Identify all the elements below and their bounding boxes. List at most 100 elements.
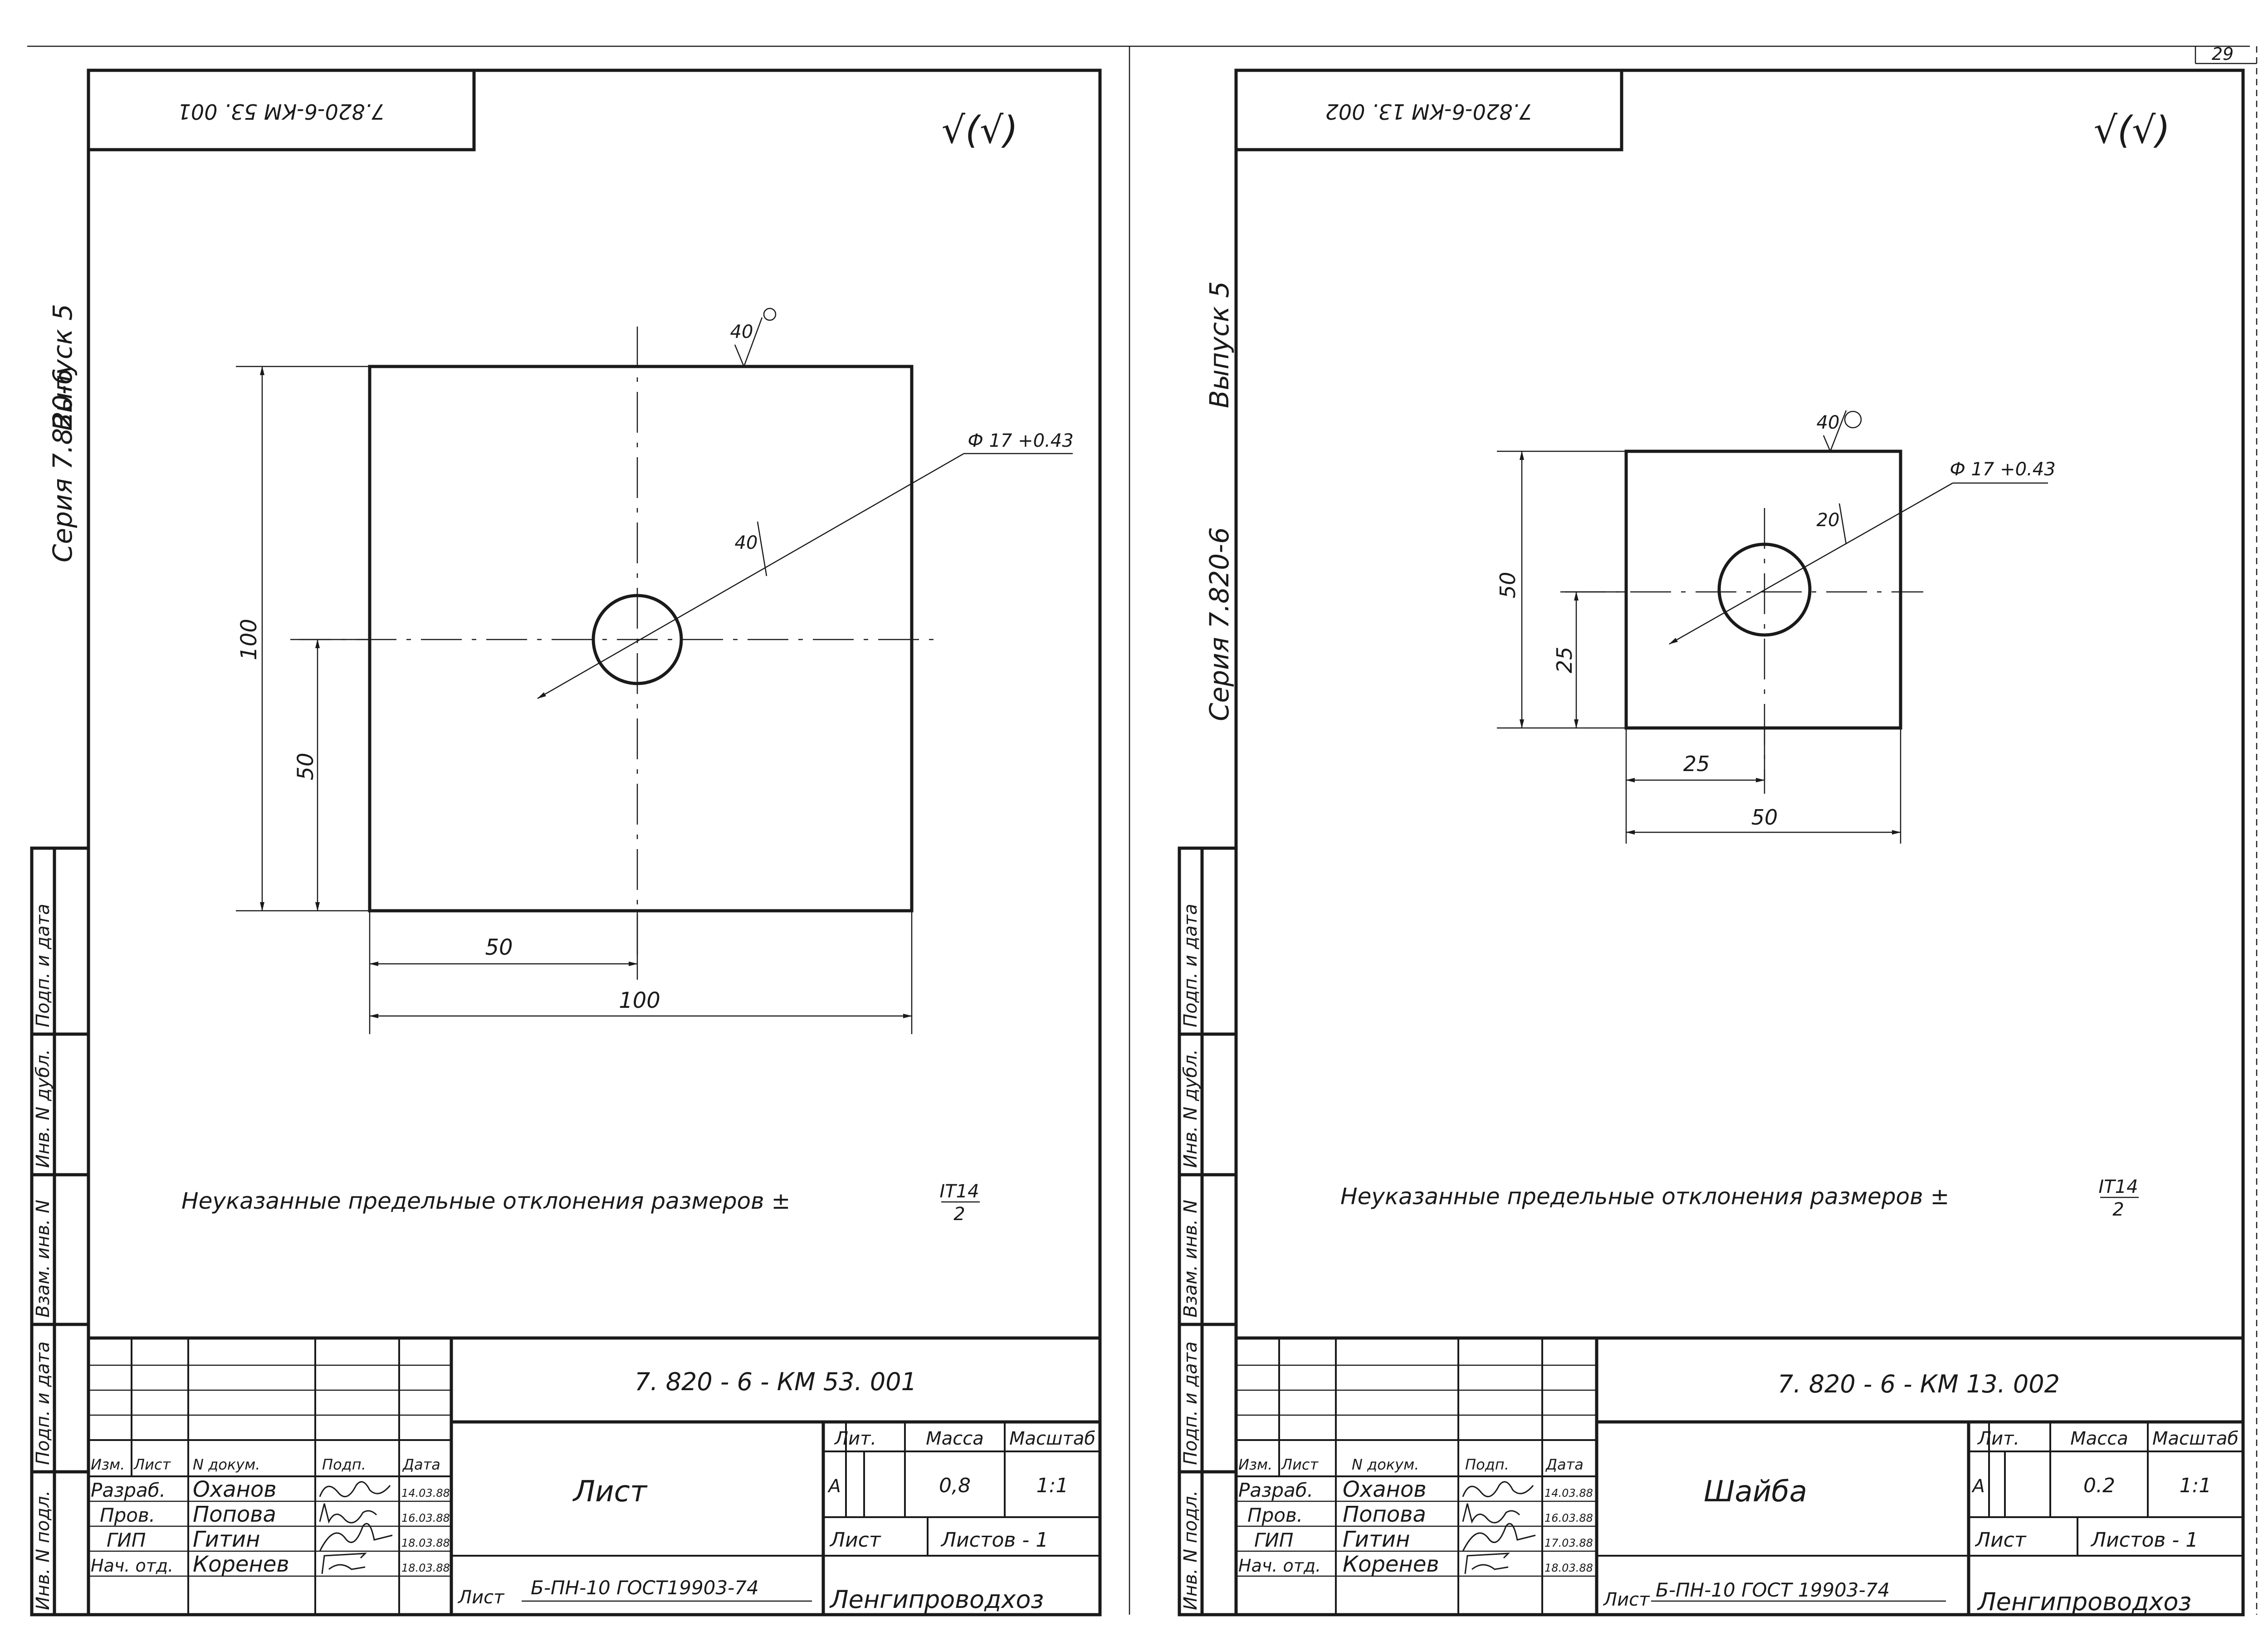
scale-value-right: 1:1 bbox=[2180, 1474, 2212, 1497]
hole-leader-line-left bbox=[537, 453, 964, 699]
title-block-left: 7. 820 - 6 - КМ 53. 001 Лист Изм. Лист N… bbox=[88, 1336, 1100, 1615]
name-nach-otd-right: Коренев bbox=[1343, 1552, 1439, 1577]
side-box-podp-data-2-left: Подп. и дата bbox=[33, 904, 54, 1027]
frame-border-left bbox=[87, 68, 1102, 1616]
lit-value-left: А bbox=[827, 1476, 841, 1497]
roughness-symbol-right: √(√) bbox=[2094, 109, 2170, 152]
side-box-inv-dubl-left: Инв. N дубл. bbox=[33, 1049, 54, 1168]
designation-right: 7. 820 - 6 - КМ 13. 002 bbox=[1778, 1370, 2060, 1398]
name-gip-left: Гитин bbox=[193, 1527, 260, 1552]
mass-value-left: 0,8 bbox=[939, 1474, 971, 1497]
dim-height-right: 50 bbox=[1496, 572, 1520, 599]
date-prov-left: 16.03.88 bbox=[401, 1512, 450, 1524]
side-box-inv-podl-left: Инв. N подл. bbox=[33, 1490, 54, 1610]
hole-leader-line-right bbox=[1669, 482, 1953, 645]
role-gip-right: ГИП bbox=[1254, 1529, 1293, 1551]
dim-height-half-right: 25 bbox=[1552, 647, 1577, 674]
tolerance-note-left: Неуказанные предельные отклонения размер… bbox=[181, 1188, 790, 1214]
material-label-right: Лист bbox=[1603, 1589, 1650, 1610]
role-razrab-left: Разраб. bbox=[91, 1479, 166, 1501]
code-box-left bbox=[87, 68, 476, 151]
signature-gip-right bbox=[1462, 1523, 1536, 1552]
date-prov-right: 16.03.88 bbox=[1545, 1512, 1593, 1524]
dim-width-right: 50 bbox=[1751, 805, 1778, 830]
tolerance-numerator-left: IT14 bbox=[939, 1181, 979, 1202]
date-gip-right: 17.03.88 bbox=[1545, 1537, 1593, 1549]
sheets-count-right: Листов - 1 bbox=[2090, 1529, 2198, 1552]
role-prov-right: Пров. bbox=[1247, 1504, 1303, 1526]
signature-gip-left bbox=[319, 1523, 393, 1552]
scale-label-left: Масштаб bbox=[1009, 1428, 1095, 1449]
side-stamp-strip-right bbox=[1178, 846, 1238, 1616]
frame-border-right bbox=[1234, 68, 2245, 1616]
washer-outline-right bbox=[1624, 449, 1902, 730]
mass-label-left: Масса bbox=[926, 1428, 984, 1449]
hole-spec-left: Ф 17 +0.43 bbox=[968, 430, 1073, 451]
organization-left: Ленгипроводхоз bbox=[829, 1585, 1044, 1614]
signature-prov-right bbox=[1462, 1503, 1520, 1524]
roughness-tick-right bbox=[1823, 410, 1847, 453]
mass-label-right: Масса bbox=[2070, 1428, 2128, 1449]
sheet-label-right: Лист bbox=[1975, 1529, 2027, 1552]
side-box-podp-data-2-right: Подп. и дата bbox=[1180, 904, 1201, 1027]
hole-spec-right: Ф 17 +0.43 bbox=[1950, 459, 2055, 480]
vypusk-label-left: Выпуск 5 bbox=[47, 304, 78, 431]
side-box-inv-podl-right: Инв. N подл. bbox=[1180, 1490, 1201, 1610]
tolerance-numerator-right: IT14 bbox=[2098, 1177, 2138, 1197]
page-number: 29 bbox=[2212, 44, 2234, 64]
tolerance-note-right: Неуказанные предельные отклонения размер… bbox=[1340, 1183, 1949, 1210]
header-list-right: Лист bbox=[1281, 1456, 1319, 1473]
name-nach-otd-left: Коренев bbox=[193, 1552, 289, 1577]
lit-label-right: Лит. bbox=[1977, 1428, 2019, 1449]
part-name-left: Лист bbox=[572, 1475, 648, 1509]
seria-label-right: Серия 7.820-6 bbox=[1204, 527, 1235, 721]
name-prov-left: Попова bbox=[193, 1502, 276, 1527]
lit-value-right: А bbox=[1971, 1476, 1984, 1497]
tolerance-denominator-left: 2 bbox=[953, 1204, 965, 1225]
side-box-vzam-inv-left: Взам. инв. N bbox=[33, 1200, 54, 1318]
lit-label-left: Лит. bbox=[834, 1428, 876, 1449]
date-gip-left: 18.03.88 bbox=[401, 1537, 450, 1549]
role-nach-otd-right: Нач. отд. bbox=[1238, 1556, 1321, 1576]
sheets-count-left: Листов - 1 bbox=[940, 1529, 1048, 1552]
seria-label-left: Серия 7.820-6 bbox=[47, 368, 78, 562]
header-izm-left: Изм. bbox=[91, 1456, 125, 1473]
rotated-designation-left: 7.820-6-КМ 53. 001 bbox=[178, 99, 385, 124]
organization-right: Ленгипроводхоз bbox=[1977, 1587, 2191, 1616]
signature-prov-left bbox=[319, 1503, 377, 1524]
side-box-podp-data-1-left: Подп. и дата bbox=[33, 1342, 54, 1465]
side-box-podp-data-1-right: Подп. и дата bbox=[1180, 1342, 1201, 1465]
header-ndoc-right: N докум. bbox=[1352, 1456, 1419, 1473]
signature-razrab-right bbox=[1462, 1481, 1534, 1497]
date-nach-otd-right: 18.03.88 bbox=[1545, 1562, 1593, 1574]
signature-razrab-left bbox=[319, 1481, 391, 1497]
date-nach-otd-left: 18.03.88 bbox=[401, 1562, 450, 1574]
material-spec-left: Б-ПН-10 ГОСТ19903-74 bbox=[531, 1577, 759, 1599]
sheet-label-left: Лист bbox=[829, 1529, 881, 1552]
name-prov-right: Попова bbox=[1343, 1502, 1426, 1527]
name-razrab-left: Оханов bbox=[193, 1477, 277, 1502]
dim-width-half-left: 50 bbox=[485, 935, 513, 960]
header-data-left: Дата bbox=[402, 1456, 440, 1473]
part-name-right: Шайба bbox=[1704, 1475, 1807, 1509]
vypusk-label-right: Выпуск 5 bbox=[1204, 281, 1235, 408]
header-podp-left: Подп. bbox=[322, 1456, 366, 1473]
name-gip-right: Гитин bbox=[1343, 1527, 1410, 1552]
roughness-value-left: 40 bbox=[730, 322, 753, 342]
date-razrab-left: 14.03.88 bbox=[401, 1487, 450, 1499]
scale-label-right: Масштаб bbox=[2152, 1428, 2239, 1449]
roughness-symbol-left: √(√) bbox=[942, 109, 1018, 152]
designation-left: 7. 820 - 6 - КМ 53. 001 bbox=[635, 1367, 917, 1396]
header-list-left: Лист bbox=[133, 1456, 171, 1473]
header-podp-right: Подп. bbox=[1465, 1456, 1509, 1473]
dim-height-left: 100 bbox=[236, 619, 262, 660]
side-box-inv-dubl-right: Инв. N дубл. bbox=[1180, 1049, 1201, 1168]
name-razrab-right: Оханов bbox=[1343, 1477, 1427, 1502]
code-box-right bbox=[1234, 68, 1623, 151]
side-box-vzam-inv-right: Взам. инв. N bbox=[1180, 1200, 1201, 1318]
role-prov-left: Пров. bbox=[100, 1504, 155, 1526]
date-razrab-right: 14.03.88 bbox=[1545, 1487, 1593, 1499]
dim-width-left: 100 bbox=[619, 988, 660, 1013]
material-spec-right: Б-ПН-10 ГОСТ 19903-74 bbox=[1656, 1579, 1890, 1601]
